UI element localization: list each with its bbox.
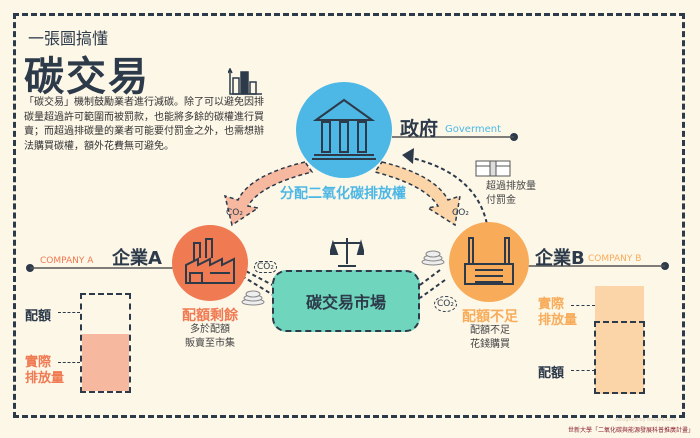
page-title: 碳交易 xyxy=(24,54,150,100)
penalty-text: 超過排放量 付罰金 xyxy=(486,180,536,208)
actual-connector-a xyxy=(58,362,80,363)
co2-label-right: CO₂ xyxy=(452,208,469,218)
company-b-desc-line-1: 配額不足 xyxy=(470,325,510,336)
company-a-name: 企業A xyxy=(112,248,162,269)
penalty-line-2: 付罰金 xyxy=(486,195,516,206)
intro-text: 「碳交易」機制鼓勵業者進行減碳。除了可以避免因排碳量超過許可範圍而被罰款，也能將… xyxy=(24,97,264,152)
company-a-actual-label: 實際 排放量 xyxy=(25,355,64,387)
company-a-name-en: COMPANY A xyxy=(40,256,94,266)
bar-chart-icon xyxy=(228,68,262,95)
company-a-desc-line-1: 多於配額 xyxy=(190,324,230,335)
carbon-market: 碳交易市場 xyxy=(272,270,420,332)
company-b-name-en: COMPANY B xyxy=(588,254,642,264)
company-b-actual-label: 實際 排放量 xyxy=(538,297,577,329)
actual-line-2: 排放量 xyxy=(25,371,65,386)
co2-label-a: CO₂ xyxy=(254,261,277,273)
penalty-line-1: 超過排放量 xyxy=(486,181,536,192)
actual-line-2: 排放量 xyxy=(538,313,578,328)
allocation-arrow-left xyxy=(223,161,314,227)
company-b-desc-line-2: 花錢購買 xyxy=(470,339,510,350)
market-label: 碳交易市場 xyxy=(305,293,386,312)
actual-line-1: 實際 xyxy=(25,355,52,370)
company-b-status: 配額不足 xyxy=(462,309,518,325)
sponsor-text: 世新大學「二氧化碳與能源發展科普推廣計畫」 xyxy=(568,427,695,434)
company-a-quota-label: 配額 xyxy=(25,309,52,324)
scales-icon xyxy=(330,238,364,267)
company-a-quota-box xyxy=(80,293,131,393)
money-icon xyxy=(475,160,511,177)
allocation-label: 分配二氧化碳排放權 xyxy=(280,186,406,202)
coins-icon-a xyxy=(241,290,265,306)
coins-icon-b xyxy=(421,250,445,266)
quota-connector-a xyxy=(58,312,80,313)
factory-icon-b xyxy=(464,237,514,285)
government-label: 政府 xyxy=(400,118,439,140)
co2-label-b: CO₂ xyxy=(434,296,457,312)
actual-line-1: 實際 xyxy=(538,297,565,312)
co2-label-left: CO₂ xyxy=(226,208,243,218)
company-b-quota-label: 配額 xyxy=(538,366,565,381)
dashed-frame xyxy=(13,13,685,418)
government-label-en: Goverment xyxy=(445,124,502,135)
company-b-desc: 配額不足 花錢購買 xyxy=(450,324,530,352)
freepik-credit: designed by freepik.com xyxy=(615,417,677,423)
company-a-circle xyxy=(172,225,248,301)
company-b-quota-box xyxy=(594,321,645,394)
government-circle xyxy=(296,82,392,178)
company-b-actual-bar xyxy=(595,286,644,394)
penalty-arrow xyxy=(411,157,489,231)
subtitle: 一張圖搞懂 xyxy=(28,29,109,48)
company-a-status: 配額剩餘 xyxy=(182,308,238,324)
company-a-actual-bar xyxy=(82,334,129,391)
government-building-icon xyxy=(312,98,376,160)
company-a-desc: 多於配額 販賣至市集 xyxy=(170,323,250,351)
company-b-name: 企業B xyxy=(535,248,585,269)
quota-connector-b xyxy=(571,370,595,371)
actual-connector-b xyxy=(571,305,595,306)
factory-icon-a xyxy=(185,238,235,284)
allocation-arrow-right xyxy=(373,161,461,227)
company-a-desc-line-2: 販賣至市集 xyxy=(185,338,235,349)
company-b-circle xyxy=(449,222,529,302)
